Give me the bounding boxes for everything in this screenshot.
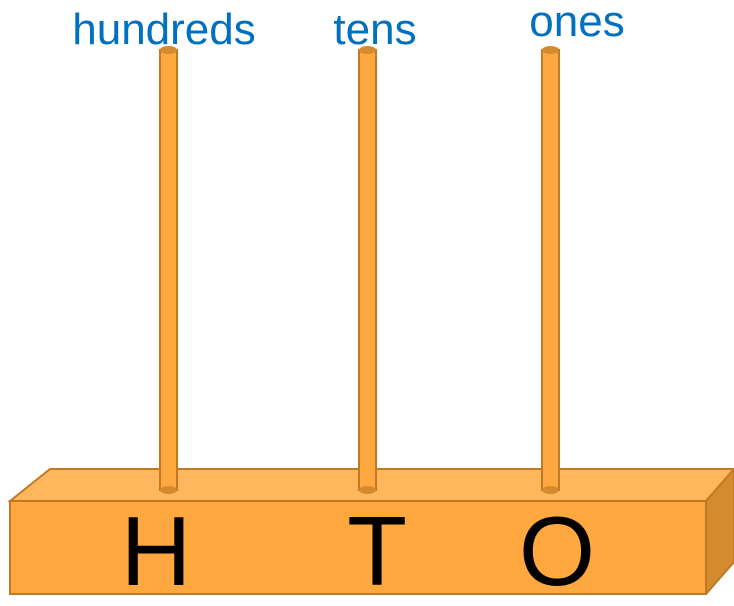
abacus-base-front [9, 500, 707, 595]
rod-tens [358, 46, 377, 494]
label-tens: tens [333, 5, 417, 54]
rod-ones [541, 46, 560, 494]
letter-ones: O [518, 496, 596, 606]
label-ones: ones [529, 0, 625, 46]
letter-tens: T [347, 496, 407, 606]
label-hundreds: hundreds [72, 5, 256, 54]
letter-hundreds: H [120, 496, 192, 606]
rod-hundreds [159, 46, 178, 494]
